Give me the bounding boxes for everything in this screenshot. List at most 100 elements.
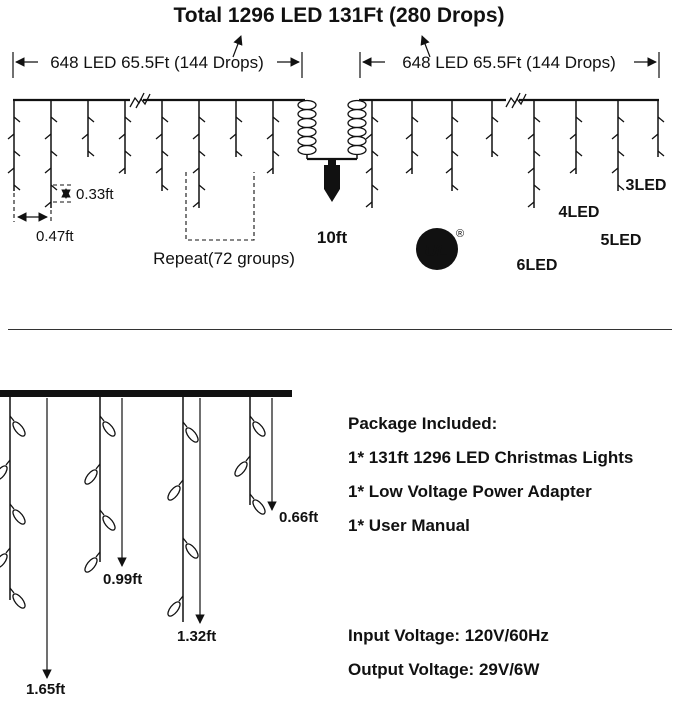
break-squiggle xyxy=(511,93,527,109)
drop-length-066-label: 0.66ft xyxy=(279,509,318,526)
led-tick xyxy=(198,184,206,191)
main-wire-bar xyxy=(0,390,292,397)
bulb-drops xyxy=(0,397,268,622)
led-tick xyxy=(611,167,619,174)
coil-loop xyxy=(297,135,317,147)
led-tick xyxy=(192,167,200,174)
package-item-manual: 1* User Manual xyxy=(348,516,470,535)
icicle-bulb xyxy=(82,463,101,487)
drop-length-diagram: 1.65ft 0.99ft 1.32ft 0.66ft xyxy=(0,390,318,698)
repeat-group-box xyxy=(185,172,255,241)
drop-type-3led-label: 3LED xyxy=(626,177,667,194)
led-tick xyxy=(155,133,163,140)
led-tick xyxy=(365,133,373,140)
led-tick xyxy=(124,150,132,157)
led-tick xyxy=(44,201,52,208)
coil-wire-left xyxy=(297,99,317,156)
led-tick xyxy=(118,167,126,174)
led-tick xyxy=(229,133,237,140)
registered-mark: ® xyxy=(456,228,464,240)
led-tick xyxy=(161,116,169,123)
led-tick xyxy=(266,167,274,174)
led-tick xyxy=(611,133,619,140)
led-tick xyxy=(617,150,625,157)
coil-loop xyxy=(297,126,317,138)
package-item-adapter: 1* Low Voltage Power Adapter xyxy=(348,482,592,501)
led-tick xyxy=(155,167,163,174)
coil-loop xyxy=(297,99,317,111)
ul-text: UL xyxy=(425,241,448,260)
led-tick xyxy=(575,150,583,157)
wire-break-left xyxy=(129,92,151,109)
led-tick xyxy=(7,167,15,174)
power-plug xyxy=(324,165,340,202)
led-tick xyxy=(13,150,21,157)
led-tick xyxy=(272,150,280,157)
icicle-bulb xyxy=(165,479,184,503)
led-tick xyxy=(491,116,499,123)
input-voltage-label: Input Voltage: 120V/60Hz xyxy=(348,626,549,645)
coil-loop xyxy=(347,126,367,138)
output-voltage-label: Output Voltage: 29V/6W xyxy=(348,660,540,679)
drop-length-132-label: 1.32ft xyxy=(177,628,216,645)
drop-spacing-dimension: 0.47ft xyxy=(13,193,74,245)
led-tick xyxy=(235,116,243,123)
coil-loop xyxy=(297,144,317,156)
led-tick xyxy=(198,116,206,123)
led-tick xyxy=(527,133,535,140)
break-squiggle xyxy=(129,92,145,108)
led-tick xyxy=(50,184,58,191)
right-span-dimension: 648 LED 65.5Ft (144 Drops) xyxy=(359,52,660,78)
left-span-label: 648 LED 65.5Ft (144 Drops) xyxy=(50,53,264,72)
icicle-bulb xyxy=(9,587,28,611)
coil-loop xyxy=(347,144,367,156)
led-tick xyxy=(451,116,459,123)
drop-spacing-label: 0.47ft xyxy=(36,228,74,245)
led-tick xyxy=(44,133,52,140)
icicle-bulb xyxy=(182,421,201,445)
connector-pin xyxy=(328,159,336,165)
led-tick xyxy=(371,184,379,191)
led-tick xyxy=(533,116,541,123)
led-tick xyxy=(87,116,95,123)
led-tick xyxy=(527,167,535,174)
drop-length-099-label: 0.99ft xyxy=(103,571,142,588)
coil-loop xyxy=(297,108,317,120)
led-spacing-label: 0.33ft xyxy=(76,186,114,203)
led-tick xyxy=(272,116,280,123)
led-tick xyxy=(161,150,169,157)
led-tick xyxy=(365,167,373,174)
break-squiggle xyxy=(135,93,151,109)
top-wiring-diagram: Total 1296 LED 131Ft (280 Drops) 648 LED… xyxy=(7,4,667,274)
coil-wire-right xyxy=(347,99,367,156)
power-connector xyxy=(306,154,358,202)
coil-loop xyxy=(347,108,367,120)
led-tick xyxy=(527,201,535,208)
led-spacing-dimension: 0.33ft xyxy=(53,184,114,203)
package-heading: Package Included: xyxy=(348,414,498,433)
icicle-bulb xyxy=(165,595,184,619)
led-tick xyxy=(445,133,453,140)
led-tick xyxy=(192,133,200,140)
page-title: Total 1296 LED 131Ft (280 Drops) xyxy=(173,4,504,27)
led-tick xyxy=(657,150,665,157)
coil-loop xyxy=(297,117,317,129)
led-tick xyxy=(198,150,206,157)
icicle-bulb xyxy=(9,415,28,439)
lead-length-label: 10ft xyxy=(317,228,348,247)
led-tick xyxy=(365,201,373,208)
led-tick xyxy=(124,116,132,123)
title-arrow-right xyxy=(420,35,431,58)
icicle-bulb xyxy=(232,455,251,479)
led-tick xyxy=(13,116,21,123)
icicle-bulb xyxy=(99,415,118,439)
icicle-bulb xyxy=(182,537,201,561)
drop-type-5led-label: 5LED xyxy=(601,232,642,249)
led-tick xyxy=(569,167,577,174)
icicle-bulb xyxy=(0,547,11,571)
led-tick xyxy=(485,133,493,140)
length-arrows xyxy=(42,398,277,679)
light-drops xyxy=(7,100,665,208)
icicle-bulb xyxy=(249,493,268,517)
icicle-bulb xyxy=(99,509,118,533)
